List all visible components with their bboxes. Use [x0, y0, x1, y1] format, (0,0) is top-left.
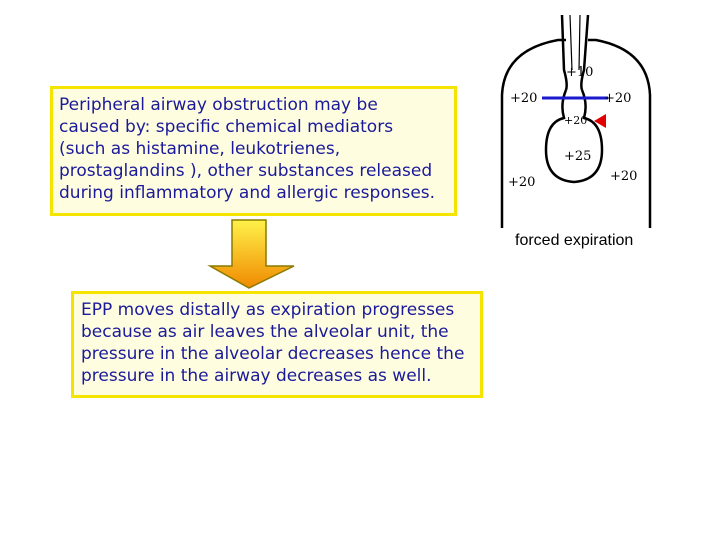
epp-marker — [594, 114, 606, 128]
forced-expiration-diagram: +10 +20 +20 +20 +25 +20 +20 — [500, 14, 652, 228]
obstruction-causes-text: Peripheral airway obstruction may be cau… — [59, 95, 436, 203]
bronchus — [544, 89, 604, 184]
pleural-lower-right-pressure: +20 — [610, 169, 637, 184]
alveolar-pressure: +25 — [564, 149, 591, 164]
obstruction-causes-box: Peripheral airway obstruction may be cau… — [50, 86, 457, 216]
epp-explanation-box: EPP moves distally as expiration progres… — [71, 291, 483, 398]
pleural-upper-right-pressure: +20 — [604, 91, 631, 106]
down-arrow-icon — [207, 219, 295, 289]
airway-top-pressure: +10 — [566, 65, 593, 80]
pleural-upper-left-pressure: +20 — [510, 91, 537, 106]
diagram-caption: forced expiration — [515, 232, 634, 249]
pleural-lower-left-pressure: +20 — [508, 175, 535, 190]
epp-explanation-text: EPP moves distally as expiration progres… — [81, 300, 465, 386]
airway-tube — [560, 14, 590, 91]
airway-mid-pressure: +20 — [564, 114, 587, 127]
chest-wall — [500, 38, 652, 228]
